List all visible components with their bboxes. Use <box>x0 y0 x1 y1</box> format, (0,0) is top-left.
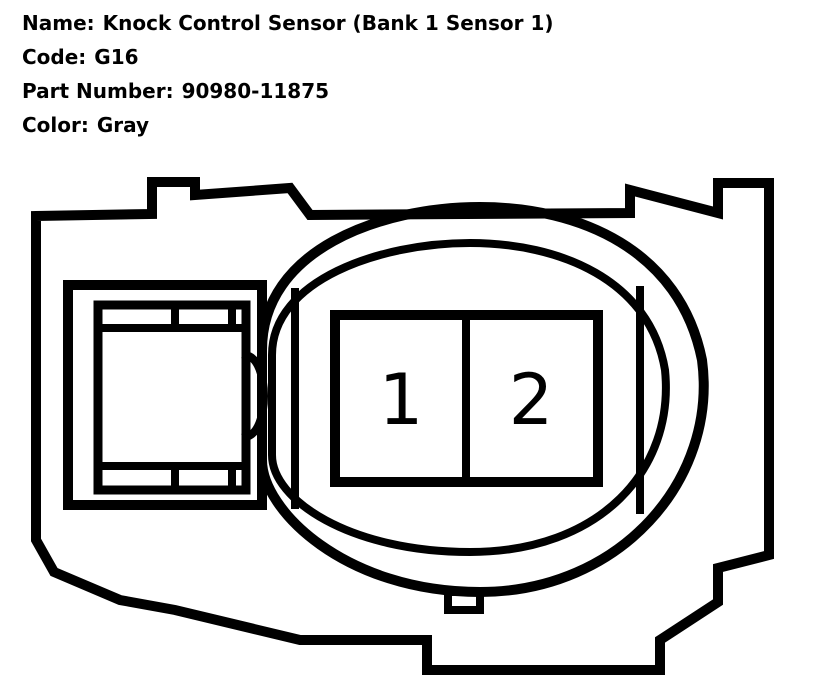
color-value: Gray <box>96 113 150 137</box>
code-label: Code: <box>22 45 87 69</box>
name-row: Name: Knock Control Sensor (Bank 1 Sensor… <box>22 6 554 40</box>
connector-housing-outline <box>31 177 774 675</box>
latch-nub <box>241 350 268 442</box>
lock-latch-outer <box>63 280 267 510</box>
part-number-value: 90980-11875 <box>181 79 330 103</box>
bottom-tab <box>444 588 484 614</box>
part-number-label: Part Number: <box>22 79 174 103</box>
pin-2-label: 2 <box>509 359 554 441</box>
code-row: Code: G16 <box>22 40 554 74</box>
connector-info: Name: Knock Control Sensor (Bank 1 Sensor… <box>22 6 554 142</box>
color-label: Color: <box>22 113 89 137</box>
code-value: G16 <box>94 45 139 69</box>
name-value: Knock Control Sensor (Bank 1 Sensor 1) <box>102 11 554 35</box>
name-label: Name: <box>22 11 95 35</box>
part-number-row: Part Number: 90980-11875 <box>22 74 554 108</box>
color-row: Color: Gray <box>22 108 554 142</box>
pin-1-label: 1 <box>379 359 424 441</box>
